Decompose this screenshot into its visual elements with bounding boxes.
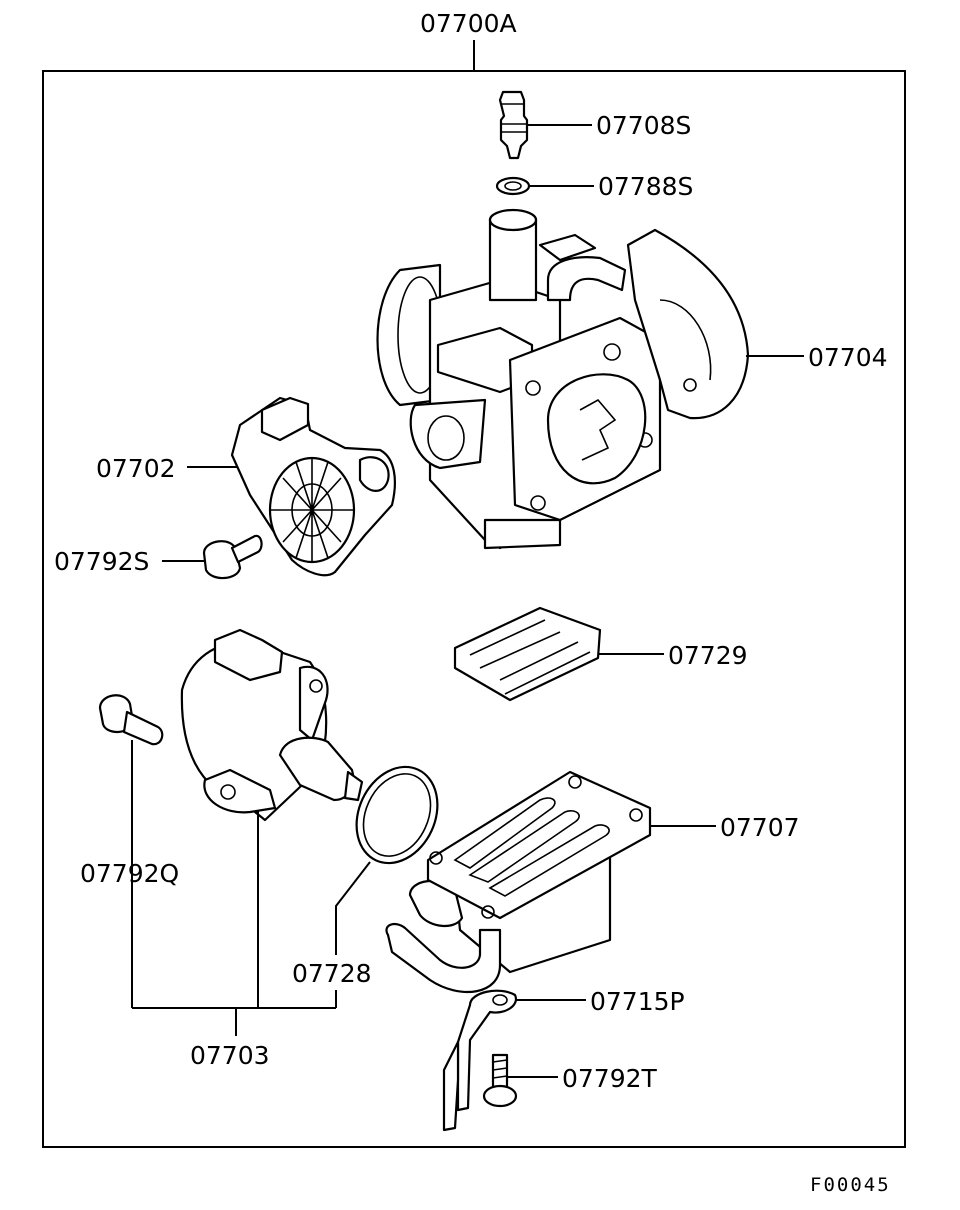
large-o-ring-drawing[interactable] xyxy=(341,754,452,877)
figure-code: F00045 xyxy=(810,1174,891,1196)
label-07702[interactable]: 07702 xyxy=(96,454,176,483)
isc-bolt-drawing[interactable] xyxy=(98,694,164,746)
label-07703[interactable]: 07703 xyxy=(190,1041,270,1070)
assembly-frame xyxy=(42,70,906,1148)
label-07715P[interactable]: 07715P xyxy=(590,987,685,1016)
injector-drawing[interactable] xyxy=(498,90,529,160)
bracket-bolt-drawing[interactable] xyxy=(482,1053,518,1108)
throttle-position-sensor-drawing[interactable] xyxy=(230,396,396,577)
label-07704[interactable]: 07704 xyxy=(808,343,888,372)
label-07729[interactable]: 07729 xyxy=(668,641,748,670)
label-07728[interactable]: 07728 xyxy=(292,959,372,988)
assembly-label[interactable]: 07700A xyxy=(420,9,517,38)
label-07708S[interactable]: 07708S xyxy=(596,111,691,140)
tps-screw-drawing[interactable] xyxy=(202,534,263,580)
adapter-housing-drawing[interactable] xyxy=(385,770,652,994)
small-o-ring-drawing[interactable] xyxy=(495,176,531,196)
label-07707[interactable]: 07707 xyxy=(720,813,800,842)
gasket-drawing[interactable] xyxy=(453,606,602,702)
isc-motor-drawing[interactable] xyxy=(180,628,364,822)
label-07792T[interactable]: 07792T xyxy=(562,1064,658,1093)
label-07792Q[interactable]: 07792Q xyxy=(80,859,179,888)
leader-07728 xyxy=(335,861,371,955)
label-07792S[interactable]: 07792S xyxy=(54,547,149,576)
throttle-body-drawing[interactable] xyxy=(376,208,750,550)
label-07788S[interactable]: 07788S xyxy=(598,172,693,201)
